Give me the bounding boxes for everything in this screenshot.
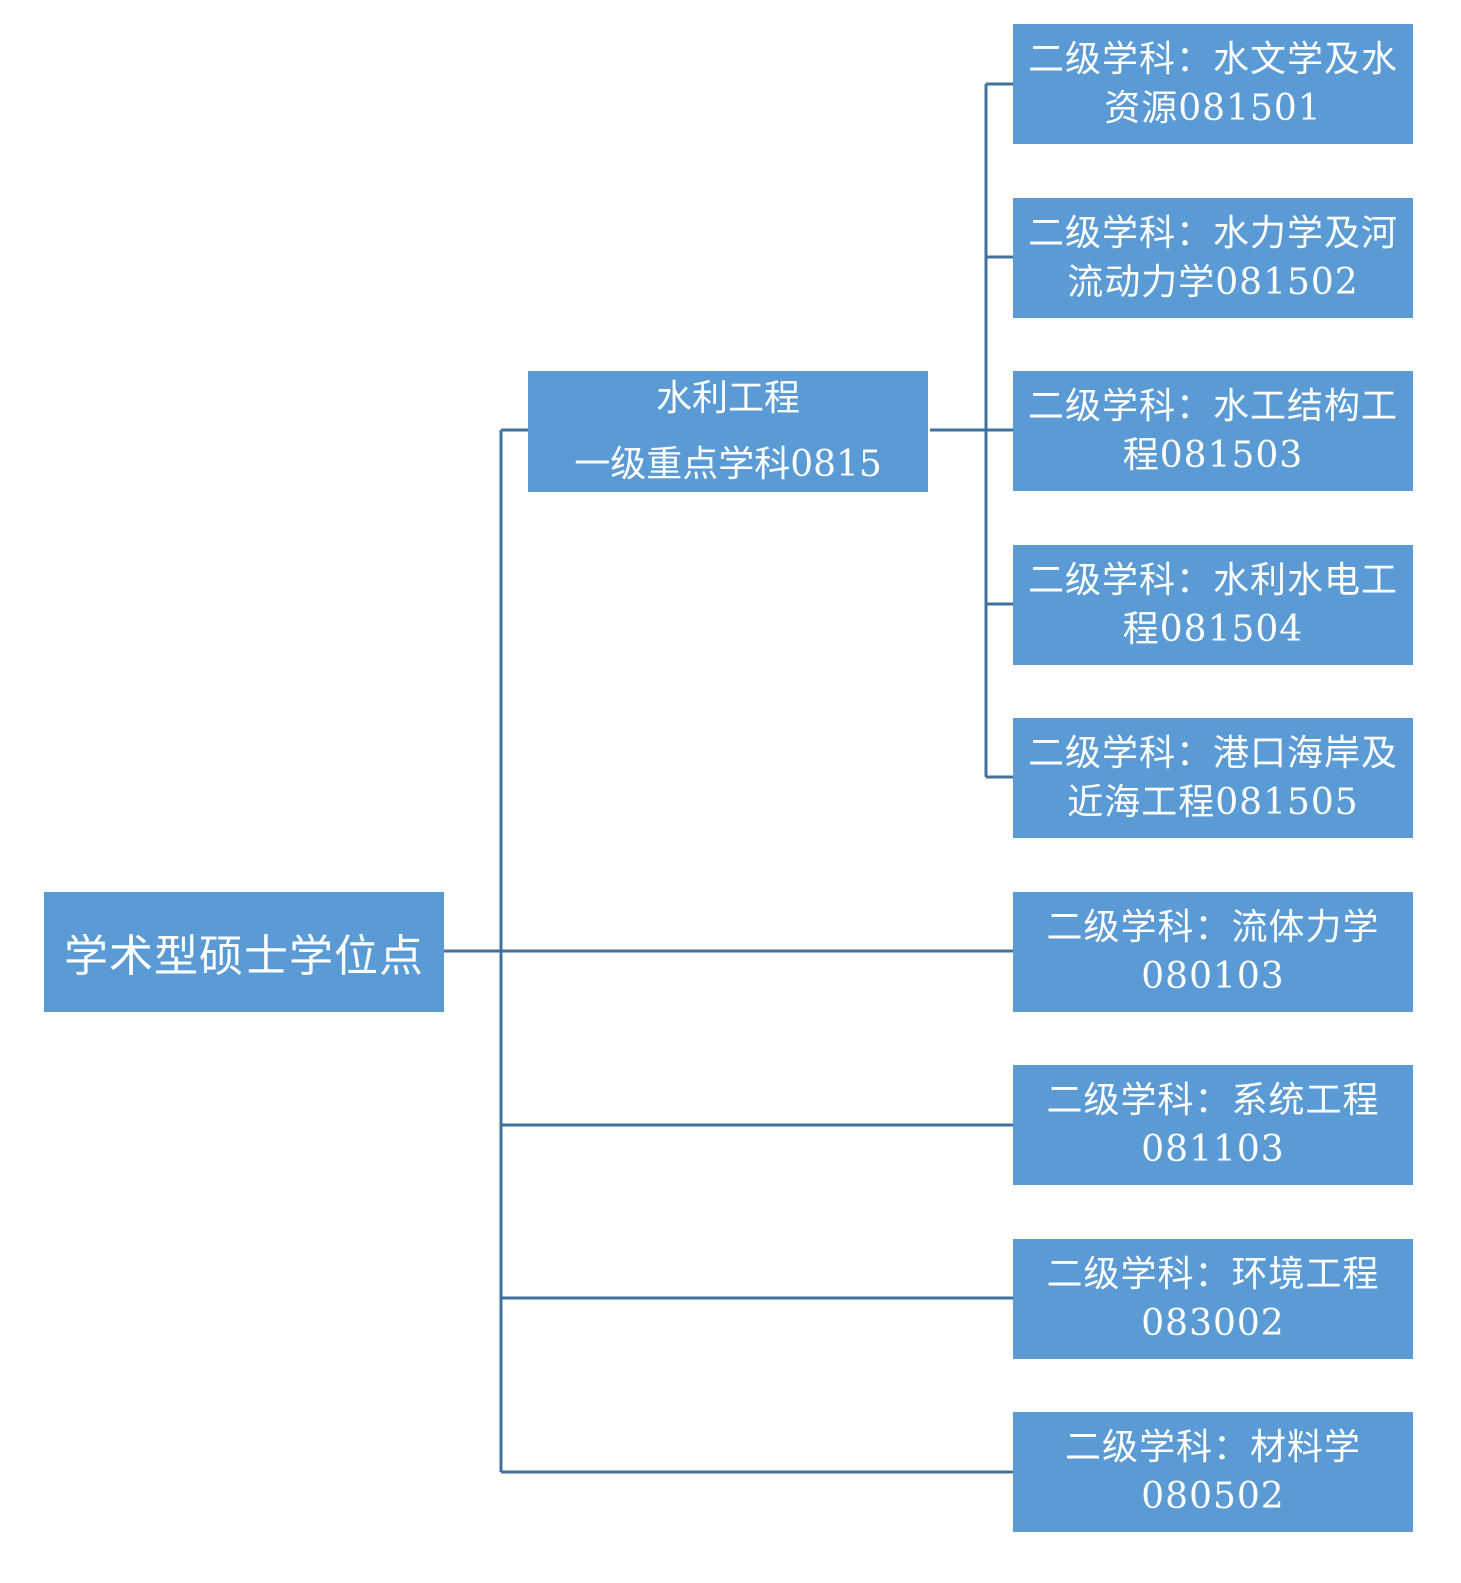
first-level-discipline-node: 水利工程 一级重点学科0815: [528, 371, 928, 492]
second-level-node-080103: 二级学科：流体力学080103: [1013, 892, 1413, 1012]
second-level-label: 二级学科：系统工程081103: [1046, 1080, 1380, 1170]
second-level-node-081503: 二级学科：水工结构工程081503: [1013, 371, 1413, 491]
second-level-node-083002: 二级学科：环境工程083002: [1013, 1239, 1413, 1359]
second-level-node-081505: 二级学科：港口海岸及近海工程081505: [1013, 718, 1413, 838]
second-level-node-081501: 二级学科：水文学及水资源081501: [1013, 24, 1413, 144]
second-level-label: 二级学科：港口海岸及近海工程081505: [1027, 733, 1398, 823]
second-level-node-081502: 二级学科：水力学及河流动力学081502: [1013, 198, 1413, 318]
second-level-label: 二级学科：材料学080502: [1064, 1427, 1361, 1517]
root-node-academic-master: 学术型硕士学位点: [44, 892, 444, 1012]
second-level-label: 二级学科：水工结构工程081503: [1027, 386, 1398, 476]
second-level-node-081504: 二级学科：水利水电工程081504: [1013, 545, 1413, 665]
first-level-name: 水利工程: [655, 377, 800, 419]
second-level-label: 二级学科：水力学及河流动力学081502: [1027, 213, 1398, 303]
second-level-label: 二级学科：水利水电工程081504: [1027, 560, 1398, 650]
second-level-node-080502: 二级学科：材料学080502: [1013, 1412, 1413, 1532]
first-level-code: 一级重点学科0815: [574, 443, 882, 485]
second-level-label: 二级学科：环境工程083002: [1046, 1254, 1380, 1344]
second-level-label: 二级学科：流体力学080103: [1046, 907, 1380, 997]
root-node-label: 学术型硕士学位点: [64, 931, 424, 982]
second-level-node-081103: 二级学科：系统工程081103: [1013, 1065, 1413, 1185]
second-level-label: 二级学科：水文学及水资源081501: [1027, 39, 1398, 129]
